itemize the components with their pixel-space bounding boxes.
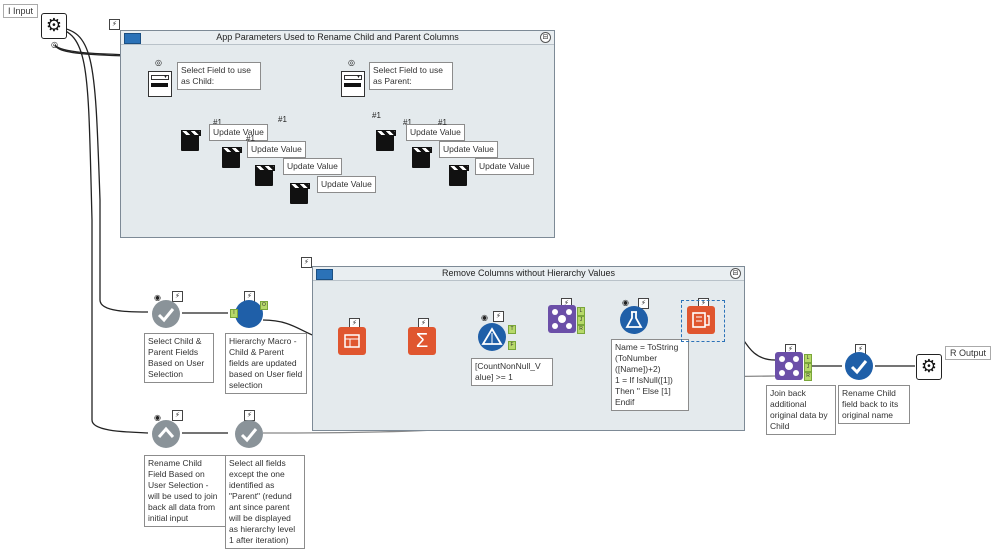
clapperboard-icon[interactable]: [376, 130, 396, 151]
select-check-icon[interactable]: [152, 300, 180, 328]
container-title: Remove Columns without Hierarchy Values: [442, 268, 615, 278]
parent-dropdown-icon[interactable]: ▼: [341, 71, 365, 97]
select-all-fields-annotation: Select all fields except the one identif…: [225, 455, 305, 549]
triangle-filter-icon[interactable]: [478, 323, 506, 351]
anchor-j: J: [577, 316, 585, 325]
container-header[interactable]: Remove Columns without Hierarchy Values …: [313, 267, 744, 281]
update-value-label: Update Value: [475, 158, 534, 175]
container-icon: [124, 33, 141, 44]
lightning-icon: ⚡: [172, 410, 183, 421]
lightning-icon: ⚡: [109, 19, 120, 30]
action-badge: #1: [438, 118, 447, 127]
input-gear-icon[interactable]: ⚙: [41, 13, 67, 39]
update-value-label: Update Value: [406, 124, 465, 141]
anchor-icon: ◉: [154, 293, 161, 302]
input-label: I Input: [3, 4, 39, 18]
anchor-j: J: [804, 363, 812, 372]
anchor-icon: ◎: [348, 58, 355, 67]
anchor-l: L: [577, 307, 585, 316]
action-badge: #1: [403, 118, 412, 127]
anchor-t: T: [508, 325, 516, 334]
select-rename-icon[interactable]: [152, 420, 180, 448]
action-badge: #1: [278, 115, 287, 124]
filter-annotation: [CountNonNull_V alue] >= 1: [471, 358, 553, 386]
select-child-parent-annotation: Select Child & Parent Fields Based on Us…: [144, 333, 214, 383]
collapse-icon[interactable]: ⊟: [730, 268, 741, 279]
clapperboard-icon[interactable]: [255, 165, 275, 186]
macro-circle-icon[interactable]: [235, 300, 263, 328]
anchor-o: O: [260, 301, 268, 310]
dynamic-rename-icon[interactable]: [687, 306, 715, 334]
update-value-label: Update Value: [247, 141, 306, 158]
rename-back-annotation: Rename Child field back to its original …: [838, 385, 910, 424]
clapperboard-icon[interactable]: [181, 130, 201, 151]
hierarchy-macro-annotation: Hierarchy Macro - Child & Parent fields …: [225, 333, 307, 394]
sigma-icon[interactable]: Σ: [408, 327, 436, 355]
anchor-f: F: [508, 341, 516, 350]
collapse-icon[interactable]: ⊟: [540, 32, 551, 43]
input-anchor-icon: ◎: [51, 40, 58, 49]
clapperboard-icon[interactable]: [412, 147, 432, 168]
clapperboard-icon[interactable]: [222, 147, 242, 168]
action-badge: #1: [213, 118, 222, 127]
selection-box: [681, 300, 725, 342]
update-value-label: Update Value: [439, 141, 498, 158]
child-dropdown-label: Select Field to use as Child:: [177, 62, 261, 90]
lightning-icon: ⚡: [172, 291, 183, 302]
container-title: App Parameters Used to Rename Child and …: [216, 32, 459, 42]
child-dropdown-icon[interactable]: ▼: [148, 71, 172, 97]
output-gear-icon[interactable]: ⚙: [916, 354, 942, 380]
clapperboard-icon[interactable]: [290, 183, 310, 204]
rename-child-field-annotation: Rename Child Field Based on User Selecti…: [144, 455, 226, 527]
anchor-icon: ◉: [154, 413, 161, 422]
action-badge: #1: [246, 134, 255, 143]
select-check-icon[interactable]: [845, 352, 873, 380]
join-back-annotation: Join back additional original data by Ch…: [766, 385, 836, 435]
anchor-r: R: [804, 372, 812, 381]
container-icon: [316, 269, 333, 280]
anchor-icon: ◉: [481, 313, 488, 322]
flask-icon[interactable]: [620, 306, 648, 334]
select-check-icon[interactable]: [235, 420, 263, 448]
join-icon[interactable]: [548, 305, 576, 333]
container-header[interactable]: App Parameters Used to Rename Child and …: [121, 31, 554, 45]
lightning-icon: ⚡: [638, 298, 649, 309]
update-value-label: Update Value: [283, 158, 342, 175]
anchor-r: R: [577, 325, 585, 334]
anchor-l: L: [804, 354, 812, 363]
anchor-icon: ◎: [155, 58, 162, 67]
lightning-icon: ⚡: [301, 257, 312, 268]
update-value-label: Update Value: [209, 124, 268, 141]
anchor-icon: ◉: [622, 298, 629, 307]
clapperboard-icon[interactable]: [449, 165, 469, 186]
update-value-label: Update Value: [317, 176, 376, 193]
anchor-i: I: [230, 309, 238, 318]
formula-annotation: Name = ToString (ToNumber ([Name])+2) 1 …: [611, 339, 689, 411]
join-icon[interactable]: [775, 352, 803, 380]
table-transform-icon[interactable]: [338, 327, 366, 355]
parent-dropdown-label: Select Field to use as Parent:: [369, 62, 453, 90]
action-badge: #1: [372, 111, 381, 120]
output-label: R Output: [945, 346, 992, 360]
lightning-icon: ⚡: [493, 311, 504, 322]
